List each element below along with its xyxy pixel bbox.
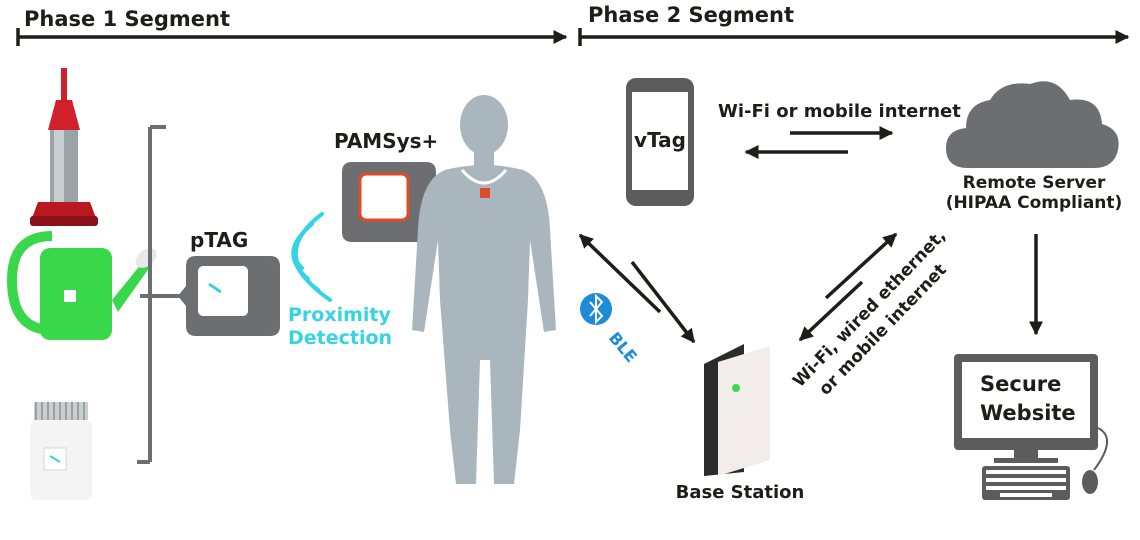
bracket-connector [137,125,186,464]
base-station: Base Station [676,344,805,503]
server-to-base-arrow [798,280,864,342]
secure-website: Secure Website [954,354,1108,500]
website-label-2: Website [980,401,1076,425]
proximity-label-2: Detection [288,327,392,349]
phase-1-title: Phase 1 Segment [24,7,230,31]
proximity-label-1: Proximity [288,304,392,326]
pamsys-label: PAMSys+ [334,129,438,153]
pill-bottle-icon [30,402,92,500]
ptag-label: pTAG [190,228,248,252]
wifi-wired-label-1: Wi-Fi, wired ethernet, [789,226,950,392]
phase-1-header: Phase 1 Segment [16,7,568,46]
base-to-server-arrow [824,232,898,300]
phase-2-title: Phase 2 Segment [588,3,794,27]
vtag-device: vTag [626,78,694,206]
watering-can-icon [6,231,157,340]
base-station-icon [704,344,770,476]
ptag-device: pTAG [178,228,280,336]
proximity-waves-icon [291,212,332,302]
remote-server-label-2: (HIPAA Compliant) [946,193,1123,213]
remote-server: Remote Server (HIPAA Compliant) [946,81,1123,213]
website-label-1: Secure [980,372,1061,396]
remote-server-label-1: Remote Server [963,173,1106,193]
base-station-label: Base Station [676,482,805,503]
vtag-label: vTag [634,128,686,152]
phase-2-header: Phase 2 Segment [578,3,1130,46]
ble-link: BLE [578,233,696,366]
ble-label: BLE [605,328,641,366]
human-figure-icon [412,95,556,484]
vacuum-icon [30,68,98,226]
ptag-sensor-icon [198,266,248,316]
wifi-mobile-label: Wi-Fi or mobile internet [718,101,961,122]
cloud-icon [946,81,1119,168]
pamsys-sensor-icon [358,172,410,222]
desktop-computer-icon [954,354,1108,500]
